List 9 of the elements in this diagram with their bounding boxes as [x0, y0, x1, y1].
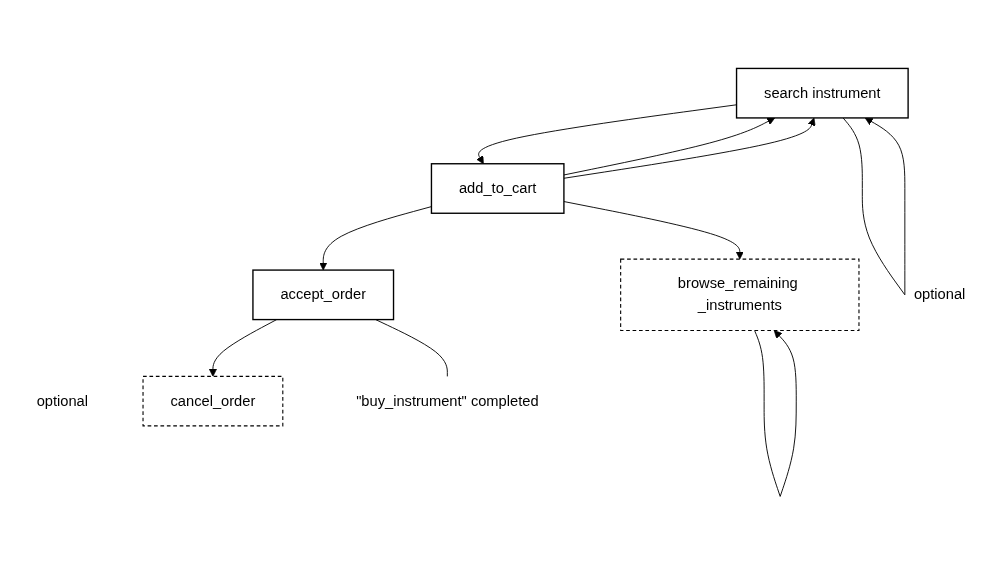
connector	[375, 319, 448, 377]
node-text: "buy_instrument" completed	[356, 392, 539, 409]
node-box: search instrument	[735, 67, 909, 119]
node-label: optional	[913, 286, 966, 303]
node-box: accept_order	[252, 269, 395, 321]
node-label: optional	[36, 392, 89, 409]
node-box: add_to_cart	[430, 163, 565, 214]
node-box: browse_remaining _instruments	[620, 258, 860, 332]
node-box: cancel_order	[142, 375, 284, 427]
